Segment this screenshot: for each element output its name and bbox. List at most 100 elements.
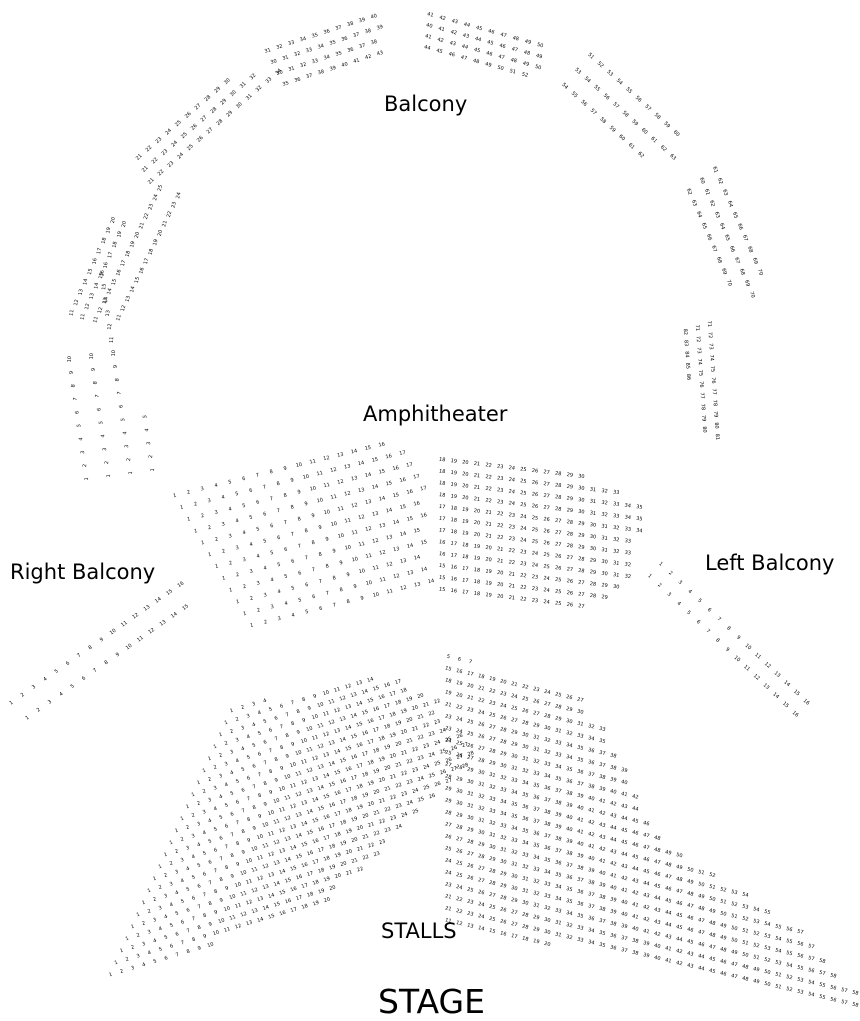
- seat-number[interactable]: 4: [153, 938, 158, 945]
- seat-number[interactable]: 45: [708, 968, 716, 975]
- seat-number[interactable]: 7: [468, 659, 473, 666]
- seat-number[interactable]: 3: [102, 447, 108, 451]
- seat-number[interactable]: 5: [235, 491, 239, 498]
- seat-number[interactable]: 6: [219, 835, 224, 842]
- seat-number[interactable]: 16: [301, 862, 309, 870]
- seat-number[interactable]: 49: [522, 61, 530, 68]
- seat-number[interactable]: 33: [287, 40, 295, 47]
- seat-number[interactable]: 21: [422, 701, 430, 709]
- seat-number[interactable]: 19: [485, 580, 492, 587]
- seat-number[interactable]: 30: [578, 497, 585, 504]
- seat-number[interactable]: 20: [400, 729, 408, 737]
- seat-number[interactable]: 27: [566, 566, 573, 573]
- seat-number[interactable]: 30: [466, 779, 474, 786]
- seat-number[interactable]: 18: [345, 807, 353, 815]
- seat-number[interactable]: 32: [299, 62, 307, 69]
- seat-number[interactable]: 25: [543, 564, 550, 571]
- seat-number[interactable]: 6: [175, 931, 180, 938]
- seat-number[interactable]: 32: [521, 768, 529, 775]
- seat-number[interactable]: 15: [301, 841, 309, 849]
- seat-number[interactable]: 7: [290, 700, 295, 707]
- seat-number[interactable]: 6: [270, 523, 274, 530]
- seat-number[interactable]: 32: [293, 51, 301, 58]
- seat-number[interactable]: 25: [521, 696, 529, 703]
- seat-number[interactable]: 14: [268, 892, 276, 900]
- seat-number[interactable]: 25: [428, 772, 436, 780]
- seat-number[interactable]: 4: [249, 542, 253, 549]
- seat-number[interactable]: 12: [267, 851, 275, 859]
- seat-number[interactable]: 19: [450, 482, 457, 489]
- seat-number[interactable]: 31: [466, 803, 474, 810]
- seat-number[interactable]: 29: [510, 741, 518, 748]
- seat-number[interactable]: 36: [554, 859, 562, 866]
- seat-number[interactable]: 3: [152, 917, 157, 924]
- seat-number[interactable]: 10: [223, 906, 231, 914]
- seat-number[interactable]: 19: [444, 689, 452, 696]
- seat-number[interactable]: 27: [200, 115, 209, 124]
- seat-number[interactable]: 30: [589, 546, 596, 553]
- seat-number[interactable]: 7: [268, 748, 273, 755]
- seat-number[interactable]: 15: [406, 516, 413, 523]
- seat-number[interactable]: 12: [278, 827, 286, 835]
- seat-number[interactable]: 33: [510, 837, 518, 844]
- seat-number[interactable]: 8: [224, 865, 229, 872]
- seat-number[interactable]: 5: [263, 538, 267, 545]
- seat-number[interactable]: 27: [461, 741, 469, 749]
- seat-number[interactable]: 31: [488, 832, 496, 839]
- seat-number[interactable]: 14: [339, 736, 347, 744]
- seat-number[interactable]: 29: [488, 760, 496, 767]
- seat-number[interactable]: 41: [631, 914, 639, 921]
- seat-number[interactable]: 2: [235, 716, 240, 723]
- seat-number[interactable]: 48: [708, 920, 716, 927]
- seat-number[interactable]: 25: [455, 860, 463, 867]
- seat-number[interactable]: 18: [323, 855, 331, 863]
- seat-number[interactable]: 12: [337, 479, 344, 486]
- seat-number[interactable]: 6: [202, 871, 207, 878]
- seat-number[interactable]: 12: [339, 695, 347, 703]
- seat-number[interactable]: 14: [317, 784, 325, 792]
- seat-number[interactable]: 23: [488, 700, 496, 707]
- seat-number[interactable]: 12: [300, 779, 308, 787]
- seat-number[interactable]: 4: [235, 758, 240, 765]
- seat-number[interactable]: 13: [89, 293, 96, 300]
- seat-number[interactable]: 21: [406, 737, 414, 745]
- seat-number[interactable]: 31: [589, 498, 596, 505]
- seat-number[interactable]: 14: [295, 832, 303, 840]
- seat-number[interactable]: 36: [294, 77, 302, 84]
- seat-number[interactable]: 2: [207, 776, 212, 783]
- seat-number[interactable]: 26: [543, 528, 550, 535]
- seat-number[interactable]: 33: [624, 526, 631, 533]
- seat-number[interactable]: 47: [642, 844, 650, 851]
- seat-number[interactable]: 5: [158, 947, 163, 954]
- seat-number[interactable]: 9: [113, 365, 119, 369]
- seat-number[interactable]: 15: [87, 268, 94, 275]
- seat-number[interactable]: 8: [279, 745, 284, 752]
- seat-number[interactable]: 20: [389, 753, 397, 761]
- seat-number[interactable]: 45: [486, 39, 494, 46]
- seat-number[interactable]: 15: [273, 901, 281, 909]
- seat-number[interactable]: 7: [208, 880, 213, 887]
- seat-number[interactable]: 63: [690, 199, 697, 207]
- seat-number[interactable]: 35: [510, 813, 518, 820]
- seat-number[interactable]: 22: [395, 782, 403, 790]
- seat-number[interactable]: 12: [386, 561, 393, 568]
- seat-number[interactable]: 18: [317, 867, 325, 875]
- seat-number[interactable]: 3: [191, 833, 196, 840]
- seat-number[interactable]: 37: [598, 918, 606, 925]
- seat-number[interactable]: 15: [165, 588, 174, 597]
- seat-number[interactable]: 32: [613, 548, 620, 555]
- seat-number[interactable]: 10: [207, 942, 215, 950]
- seat-number[interactable]: 30: [589, 522, 596, 529]
- seat-number[interactable]: 12: [73, 299, 80, 306]
- seat-number[interactable]: 22: [520, 573, 527, 580]
- seat-number[interactable]: 44: [423, 44, 431, 51]
- seat-number[interactable]: 56: [807, 967, 815, 974]
- seat-number[interactable]: 6: [457, 656, 462, 663]
- seat-number[interactable]: 27: [543, 505, 550, 512]
- seat-number[interactable]: 22: [433, 698, 441, 706]
- seat-number[interactable]: 36: [576, 889, 584, 896]
- seat-number[interactable]: 33: [265, 76, 274, 85]
- seat-number[interactable]: 57: [840, 999, 848, 1006]
- seat-number[interactable]: 27: [555, 530, 562, 537]
- seat-number[interactable]: 15: [339, 757, 347, 765]
